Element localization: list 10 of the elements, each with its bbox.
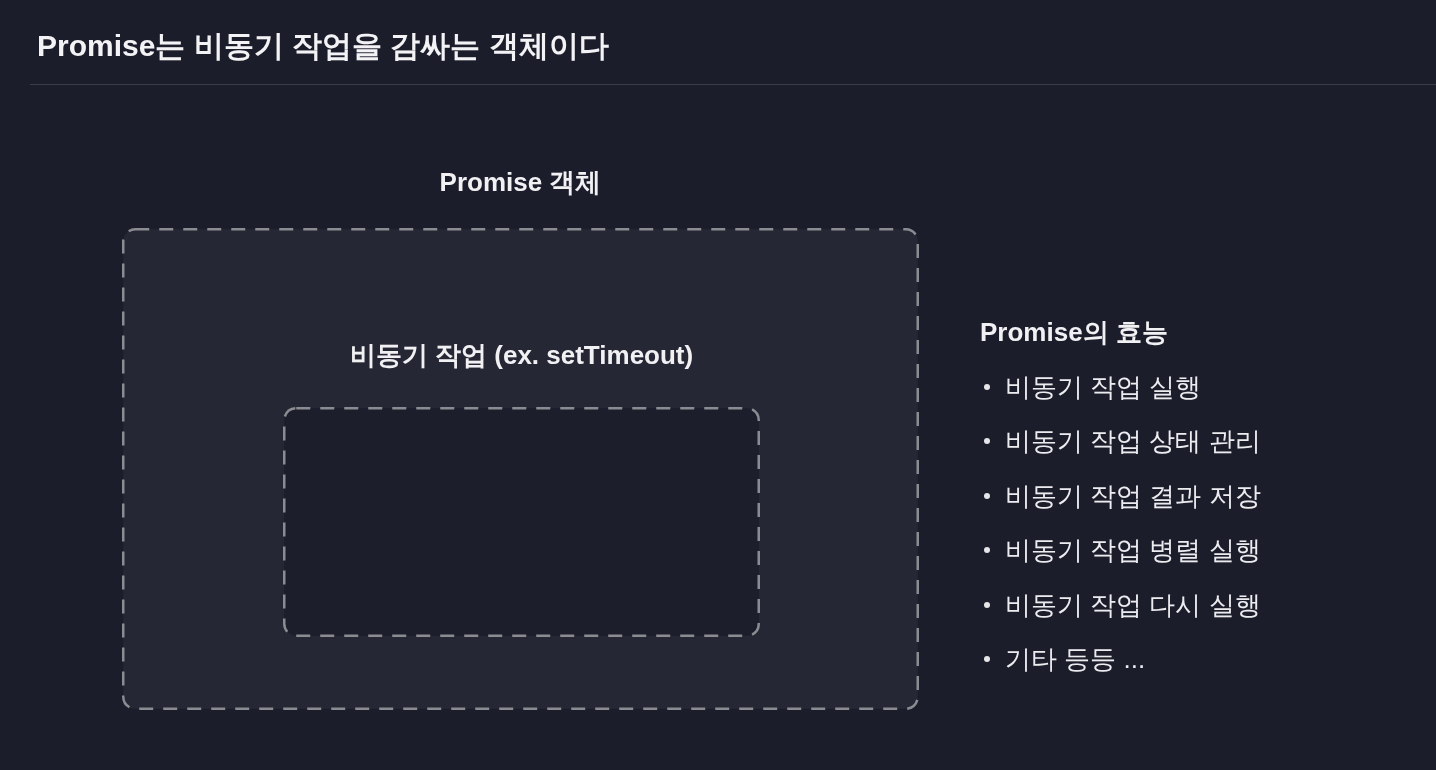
list-item: 기타 등등 ... (1005, 643, 1146, 677)
list-item: 비동기 작업 상태 관리 (1005, 425, 1261, 459)
container-heading: Promise 객체 (439, 166, 602, 199)
list-item: 비동기 작업 다시 실행 (1005, 588, 1261, 622)
container-heading: 비동기 작업 (ex. setTimeout) (349, 339, 694, 372)
list-item: 비동기 작업 실행 (1005, 370, 1202, 404)
list-heading: Promise의 효능 (980, 316, 1169, 349)
list-item: 비동기 작업 결과 저장 (1005, 479, 1261, 513)
page-title: Promise는 비동기 작업을 감싸는 객체이다 (37, 28, 609, 64)
list-item: 비동기 작업 병렬 실행 (1005, 534, 1261, 568)
